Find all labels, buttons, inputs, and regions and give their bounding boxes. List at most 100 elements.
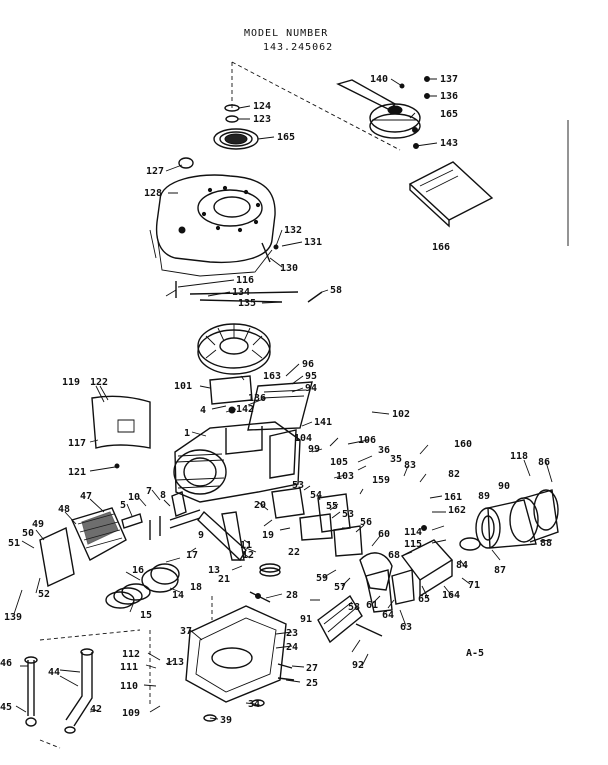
callout-54: 54 [310, 490, 322, 501]
callout-162: 162 [448, 505, 466, 516]
dipstick-drawing [24, 629, 141, 749]
callout-160: 160 [454, 439, 472, 450]
screen-parts-drawing [213, 104, 259, 150]
callout-83: 83 [404, 460, 416, 471]
callout-96: 96 [302, 359, 314, 370]
callout-139: 139 [4, 612, 22, 623]
callout-90: 90 [498, 481, 510, 492]
callout-165: 165 [440, 109, 458, 120]
callout-68: 68 [388, 550, 400, 561]
callout-91: 91 [300, 614, 312, 625]
callout-136b: 136 [248, 393, 266, 404]
callout-140: 140 [370, 74, 388, 85]
callout-47: 47 [80, 491, 92, 502]
callout-163: 163 [263, 371, 281, 382]
callout-104: 104 [294, 433, 312, 444]
callout-28: 28 [286, 590, 298, 601]
crankshaft-drawing [221, 511, 281, 603]
callout-142: 142 [236, 404, 254, 415]
callout-82: 82 [448, 469, 460, 480]
callout-8: 8 [160, 490, 166, 501]
carburetor-parts-drawing [271, 487, 393, 591]
callout-39: 39 [220, 715, 232, 726]
callout-117: 117 [68, 438, 86, 449]
callout-127: 127 [146, 166, 164, 177]
callout-64: 64 [382, 610, 394, 621]
callout-63: 63 [400, 622, 412, 633]
callout-102: 102 [392, 409, 410, 420]
callout-131: 131 [304, 237, 322, 248]
callout-1: 1 [184, 428, 190, 439]
callout-166: 166 [432, 242, 450, 253]
air-cleaner-drawing [459, 489, 559, 551]
callout-121: 121 [68, 467, 86, 478]
callout-45: 45 [0, 702, 12, 713]
callout-124: 124 [253, 101, 271, 112]
callout-11: 11 [240, 540, 252, 551]
leader-lines [13, 78, 553, 720]
callout-130: 130 [280, 263, 298, 274]
callout-113: 113 [166, 657, 184, 668]
callout-53: 53 [292, 480, 304, 491]
callout-109: 109 [122, 708, 140, 719]
callout-52: 52 [38, 589, 50, 600]
callout-21: 21 [218, 574, 230, 585]
callout-20: 20 [254, 500, 266, 511]
callout-12: 12 [242, 550, 254, 561]
small-parts-right-drawing [399, 76, 430, 149]
callout-94: 94 [305, 383, 317, 394]
callout-46: 46 [0, 658, 12, 669]
callout-44: 44 [48, 667, 60, 678]
callout-22: 22 [288, 547, 300, 558]
callout-137: 137 [440, 74, 458, 85]
callout-119: 119 [62, 377, 80, 388]
callout-55: 55 [326, 501, 338, 512]
callout-15: 15 [140, 610, 152, 621]
callout-99: 99 [308, 444, 320, 455]
callout-14: 14 [172, 590, 184, 601]
callout-103: 103 [336, 471, 354, 482]
flywheel-drawing [197, 323, 271, 375]
callout-118: 118 [510, 451, 528, 462]
blower-housing-drawing [149, 157, 276, 277]
callout-59: 59 [316, 573, 328, 584]
cylinder-head-drawing [39, 507, 127, 588]
callout-60: 60 [378, 529, 390, 540]
callout-112: 112 [122, 649, 140, 660]
starter-dashed-bracket [231, 61, 401, 151]
housing-screws-drawing [165, 242, 323, 303]
callout-51: 51 [8, 538, 20, 549]
callout-87: 87 [494, 565, 506, 576]
starter-housing-drawing [336, 79, 421, 139]
callout-labels: 140 137 136 165 143 124 123 165 127 128 … [0, 74, 552, 726]
model-number-value: 143.245062 [263, 42, 333, 53]
callout-92: 92 [352, 660, 364, 671]
engine-block-drawing [173, 421, 301, 503]
callout-111: 111 [120, 662, 138, 673]
callout-4: 4 [200, 405, 206, 416]
callout-35: 35 [390, 454, 402, 465]
callout-25: 25 [306, 678, 318, 689]
page-tag: A-5 [466, 648, 484, 659]
callout-86: 86 [538, 457, 550, 468]
callout-165b: 165 [277, 132, 295, 143]
callout-10: 10 [128, 492, 140, 503]
callout-114: 114 [404, 527, 422, 538]
carburetor-drawing [365, 525, 454, 613]
callout-7: 7 [146, 486, 152, 497]
callout-34: 34 [248, 699, 260, 710]
callout-135: 135 [238, 298, 256, 309]
callout-143: 143 [440, 138, 458, 149]
callout-5: 5 [120, 500, 126, 511]
piston-rings-drawing [105, 510, 247, 609]
callout-128: 128 [144, 188, 162, 199]
callout-61: 61 [366, 600, 378, 611]
callout-18: 18 [190, 582, 202, 593]
callout-58: 58 [330, 285, 342, 296]
callout-50: 50 [22, 528, 34, 539]
model-number-title: MODEL NUMBER [244, 28, 328, 39]
manual-book-drawing [408, 161, 494, 228]
air-baffle-drawing [91, 395, 151, 469]
callout-27: 27 [306, 663, 318, 674]
callout-65: 65 [418, 594, 430, 605]
